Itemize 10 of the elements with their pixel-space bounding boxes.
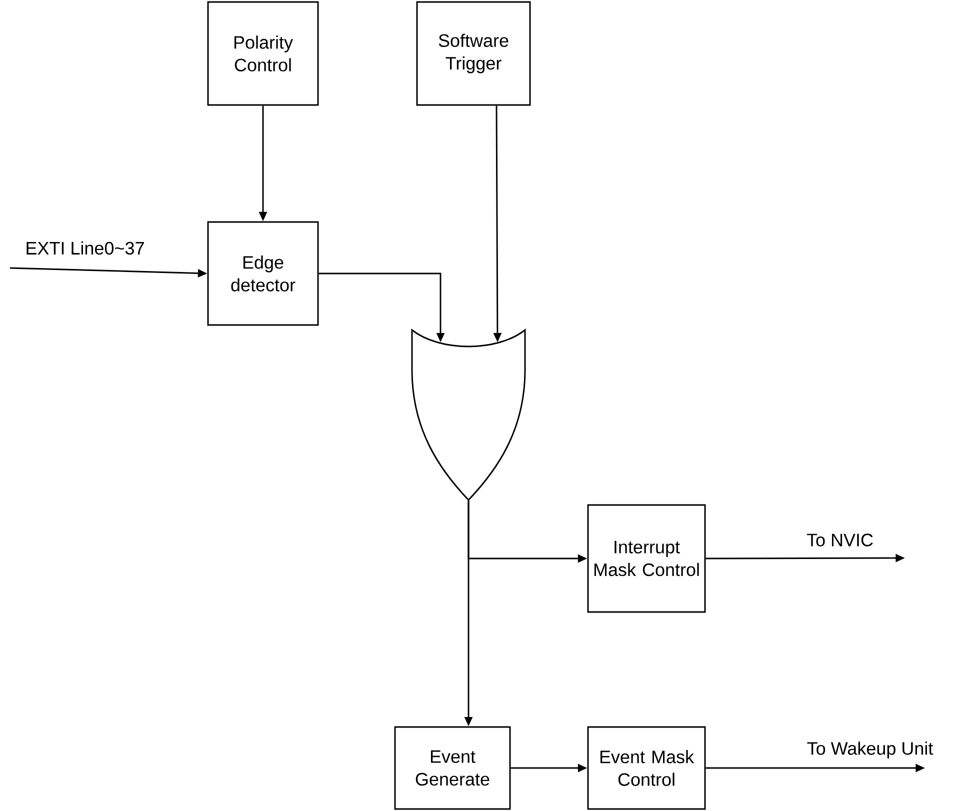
edge-label: To Wakeup Unit — [807, 742, 934, 758]
process-box: Event Generate — [394, 726, 511, 810]
process-box: Event Mask Control — [587, 726, 706, 810]
process-box: Edge detector — [207, 221, 319, 326]
process-box: Polarity Control — [207, 1, 319, 106]
process-box: Software Trigger — [416, 1, 531, 106]
edge-label: To NVIC — [806, 534, 873, 546]
edge-label: EXTI Line0~37 — [26, 241, 144, 255]
or-gate-drawing — [411, 329, 526, 501]
process-box: Interrupt Mask Control — [587, 504, 706, 613]
